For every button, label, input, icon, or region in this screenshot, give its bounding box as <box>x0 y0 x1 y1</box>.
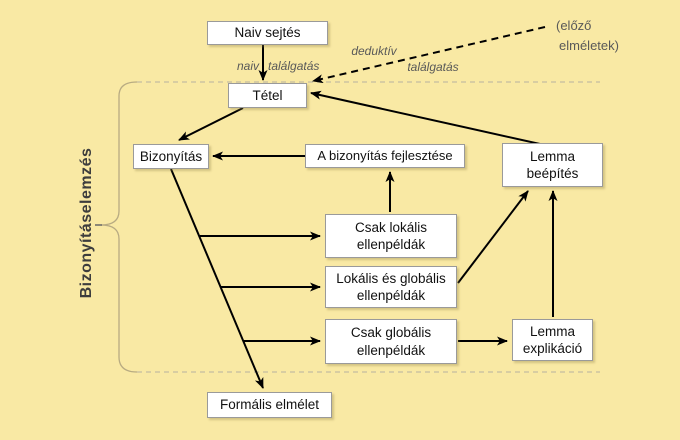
node-naiv-sejtes: Naiv sejtés <box>207 21 328 45</box>
note-previous-theories-line2: elméletek) <box>559 38 619 53</box>
node-lokalis-es-globalis-ellenpeldak: Lokális és globális ellenpéldák <box>325 266 457 308</box>
edge-label-deduktiv: deduktív <box>351 44 397 58</box>
node-csak-globalis-ellenpeldak: Csak globális ellenpéldák <box>325 319 457 364</box>
node-formalis-elmelet: Formális elmélet <box>207 392 332 418</box>
note-previous-theories-line1: (előző <box>556 18 592 33</box>
arrow-lokalis-es-globalis-to-lemma-beepites <box>457 190 529 284</box>
arrow-lemma-beepites-to-tetel <box>310 90 541 145</box>
arrow-tetel-to-bizonyitas <box>178 107 244 141</box>
edge-label-naiv-talalgatas: találgatás <box>268 59 320 73</box>
node-bizonyitas-fejlesztese: A bizonyítás fejlesztése <box>305 144 465 168</box>
region-curly-brace <box>100 81 138 373</box>
node-csak-lokalis-ellenpeldak: Csak lokális ellenpéldák <box>325 214 457 258</box>
arrow-bizonyitas-to-formalis-elmelet <box>170 168 264 389</box>
note-previous-theories: (előző elméletek) <box>556 16 619 56</box>
node-tetel: Tétel <box>228 83 307 108</box>
arrow-previous-theories-to-tetel-dashed <box>312 26 546 84</box>
node-lemma-explikacio: Lemma explikáció <box>512 319 593 361</box>
node-lemma-beepites: Lemma beépítés <box>502 143 603 187</box>
edge-label-naiv: naiv <box>236 59 259 73</box>
node-bizonyitas: Bizonyítás <box>133 144 209 169</box>
region-label-bizonyitaselemzes: Bizonyításelemzés <box>78 147 95 299</box>
edge-label-deduktiv-talalgatas: találgatás <box>407 60 459 74</box>
